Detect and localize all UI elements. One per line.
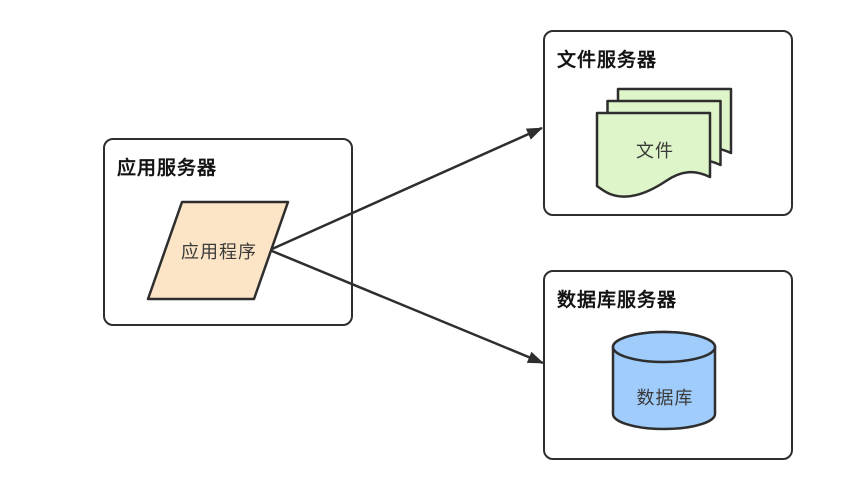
db-server-box: 数据库服务器 xyxy=(543,270,793,460)
database-label: 数据库 xyxy=(636,388,694,408)
file-server-box: 文件服务器 xyxy=(543,30,793,216)
app-server-title: 应用服务器 xyxy=(117,158,218,179)
db-server-title: 数据库服务器 xyxy=(557,290,678,311)
app-server-box: 应用服务器 xyxy=(103,138,353,326)
file-server-title: 文件服务器 xyxy=(557,50,658,71)
app-program-label: 应用程序 xyxy=(181,242,257,262)
file-document-label: 文件 xyxy=(636,141,674,161)
